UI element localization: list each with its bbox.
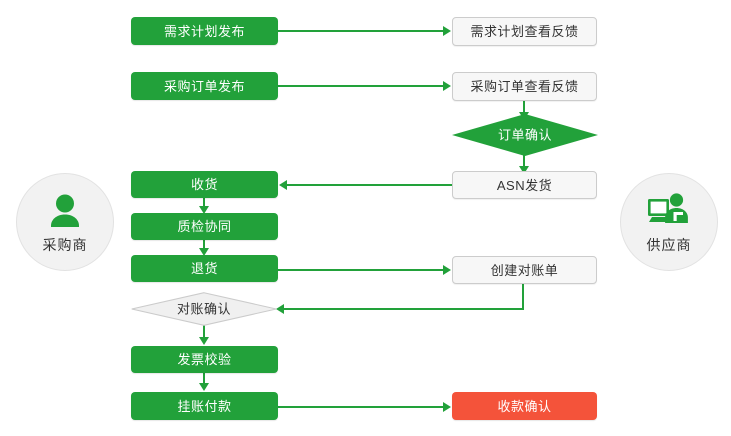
- node-label: ASN发货: [496, 177, 553, 193]
- edge-confirm-to-invoice: [203, 325, 205, 341]
- edge-confirm-to-asn: [523, 153, 525, 173]
- edge-payment-to-receipt-confirm: [277, 406, 443, 408]
- edge-po-publish: [277, 85, 443, 87]
- node-return-goods[interactable]: 退货: [131, 255, 278, 282]
- node-label: 采购订单查看反馈: [470, 79, 579, 94]
- node-demand-plan-publish[interactable]: 需求计划发布: [131, 17, 278, 45]
- node-label: 收货: [190, 177, 218, 192]
- arrowhead-return-to-statement: [443, 265, 451, 275]
- node-label: 采购订单发布: [163, 78, 245, 94]
- arrowhead-confirm-to-invoice: [199, 337, 209, 345]
- actor-supplier[interactable]: 供应商: [620, 173, 718, 271]
- node-label: 退货: [190, 261, 218, 276]
- actor-label: 采购商: [42, 236, 88, 253]
- node-label: 质检协同: [177, 219, 232, 234]
- actor-label: 供应商: [646, 236, 692, 253]
- edge-statement-down: [522, 284, 524, 310]
- user-icon: [42, 190, 88, 232]
- arrowhead-invoice-to-payment: [199, 383, 209, 391]
- user-computer-icon: [646, 190, 692, 232]
- edge-demand-plan: [277, 30, 443, 32]
- node-invoice-verify[interactable]: 发票校验: [131, 346, 278, 373]
- arrowhead-statement-to-confirm: [276, 304, 284, 314]
- node-demand-plan-feedback[interactable]: 需求计划查看反馈: [452, 17, 597, 46]
- node-label: 订单确认: [497, 127, 552, 143]
- edge-po-feedback-to-confirm: [523, 100, 525, 118]
- node-suspense-payment[interactable]: 挂账付款: [131, 392, 278, 420]
- arrowhead-quality-to-return: [199, 248, 209, 256]
- node-goods-receipt[interactable]: 收货: [131, 171, 278, 198]
- node-receipt-confirm[interactable]: 收款确认: [452, 392, 597, 420]
- edge-receipt-to-quality: [203, 198, 205, 210]
- node-po-publish[interactable]: 采购订单发布: [131, 72, 278, 100]
- edge-return-to-statement: [277, 269, 443, 271]
- node-label: 发票校验: [177, 352, 232, 367]
- actor-buyer[interactable]: 采购商: [16, 173, 114, 271]
- edge-statement-to-confirm: [284, 308, 524, 310]
- node-label: 需求计划发布: [163, 23, 245, 39]
- arrowhead-po-publish: [443, 81, 451, 91]
- node-label: 创建对账单: [490, 262, 559, 278]
- node-label: 收款确认: [497, 398, 552, 414]
- arrowhead-asn-to-receipt: [279, 180, 287, 190]
- node-asn-shipment[interactable]: ASN发货: [452, 171, 597, 199]
- node-label: 对账确认: [176, 301, 231, 317]
- arrowhead-payment-to-receipt-confirm: [443, 402, 451, 412]
- edge-asn-to-receipt: [287, 184, 452, 186]
- node-order-confirm[interactable]: 订单确认: [452, 114, 598, 156]
- node-create-statement[interactable]: 创建对账单: [452, 256, 597, 284]
- edge-quality-to-return: [203, 240, 205, 252]
- node-po-feedback[interactable]: 采购订单查看反馈: [452, 72, 597, 101]
- node-label: 需求计划查看反馈: [470, 24, 579, 39]
- arrowhead-demand-plan: [443, 26, 451, 36]
- node-statement-confirm[interactable]: 对账确认: [131, 292, 277, 326]
- arrowhead-confirm-to-asn: [519, 166, 529, 174]
- arrowhead-receipt-to-quality: [199, 206, 209, 214]
- node-quality-collab[interactable]: 质检协同: [131, 213, 278, 240]
- node-label: 挂账付款: [177, 398, 232, 414]
- edge-invoice-to-payment: [203, 373, 205, 387]
